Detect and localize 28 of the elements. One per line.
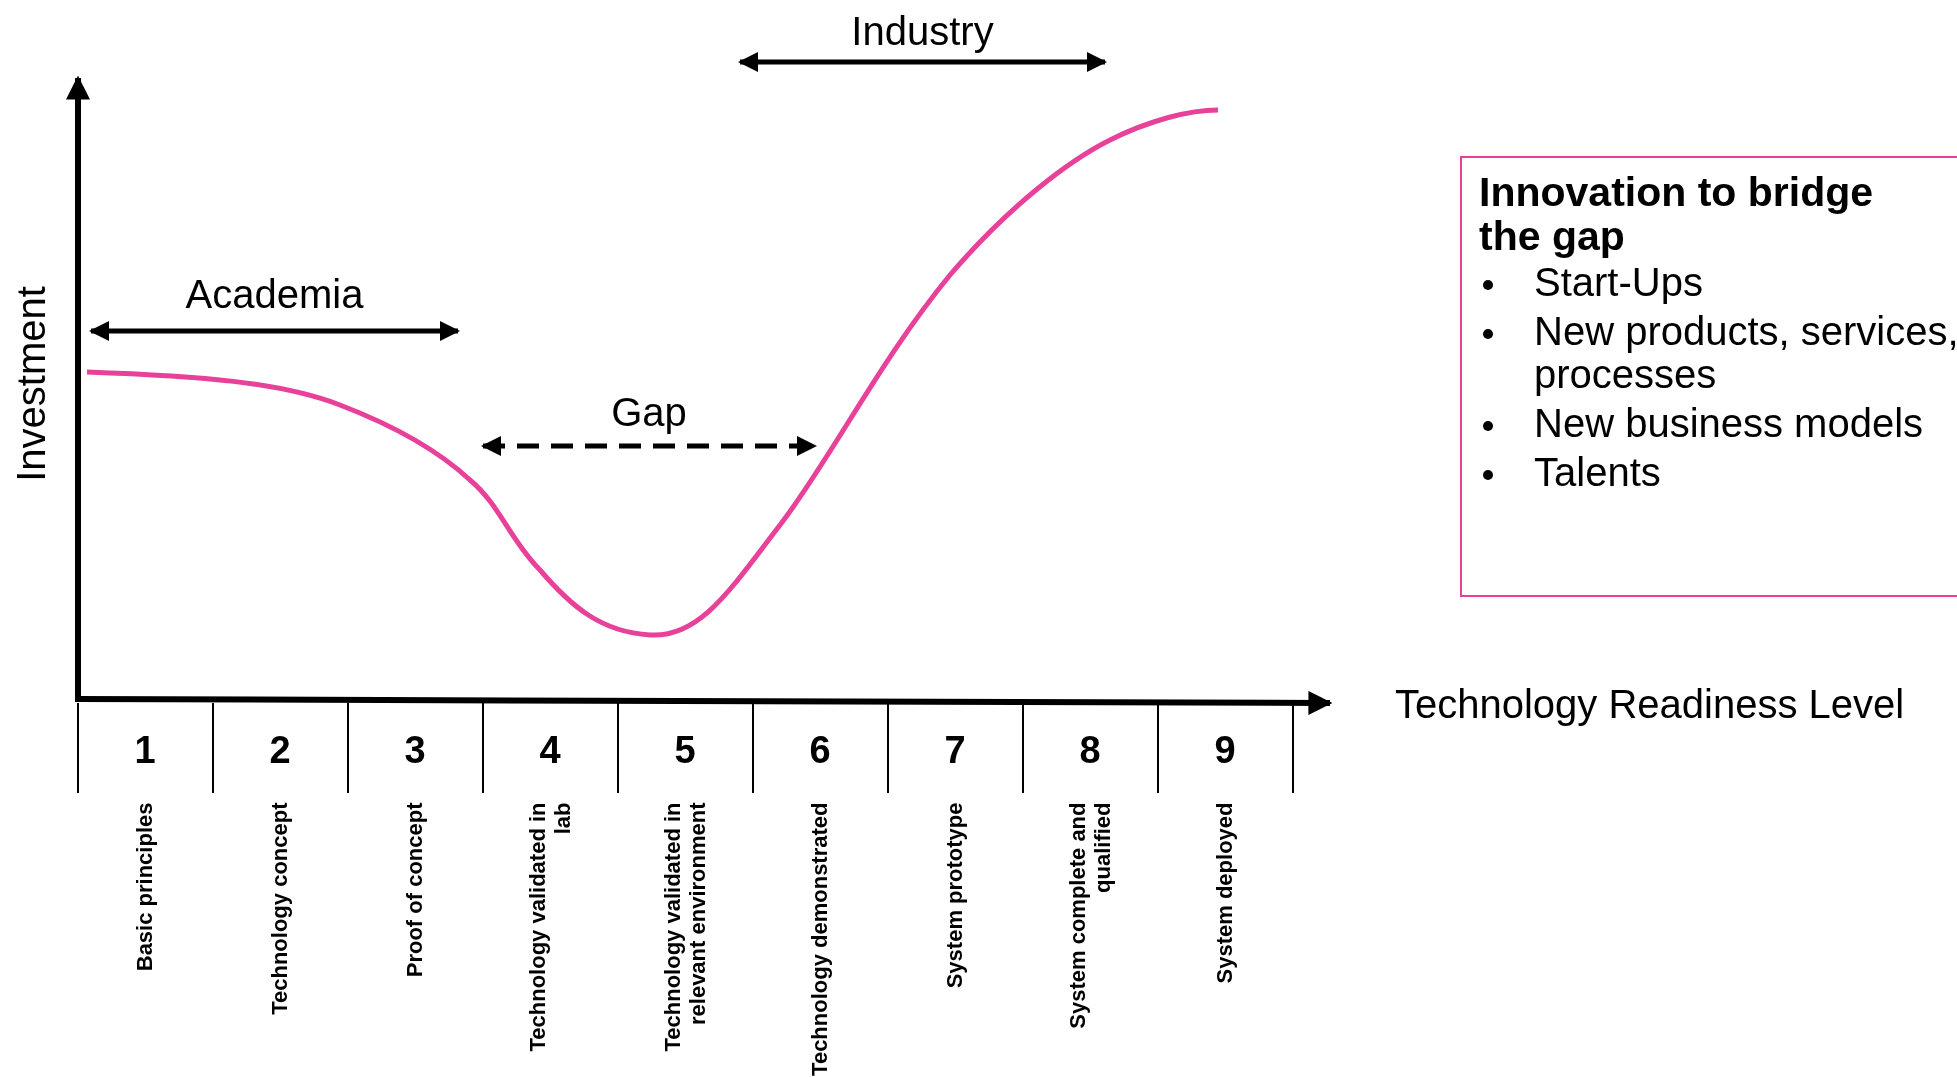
range-label: Industry [851, 8, 994, 54]
level-description: Technology concept [267, 802, 293, 1017]
level-number: 7 [944, 728, 966, 772]
bullet-item: New business models [1534, 401, 1924, 446]
level-description: System complete and qualified [1064, 802, 1116, 1031]
level-number: 8 [1079, 728, 1101, 772]
range-label: Gap [611, 389, 687, 435]
bullet-item: Start-Ups [1534, 259, 1703, 304]
level-description: Technology demonstrated [807, 802, 833, 1077]
bullet-item: New products, services, processes [1534, 308, 1957, 396]
level-number: 1 [134, 728, 156, 772]
level-number: 4 [539, 728, 561, 772]
level-description: System prototype [942, 802, 968, 991]
level-description: Proof of concept [402, 802, 428, 980]
level-description: Technology validated in lab [524, 802, 576, 1054]
box-heading: Innovation to bridge the gap [1479, 170, 1875, 259]
range-label: Academia [185, 271, 364, 317]
bullet-item: Talents [1534, 450, 1661, 495]
axis-title: Investment [8, 286, 54, 482]
level-description: System deployed [1212, 802, 1238, 986]
level-number: 6 [809, 728, 831, 772]
level-number: 3 [404, 728, 426, 772]
axis-title: Technology Readiness Level [1395, 682, 1905, 727]
level-number: 5 [674, 728, 696, 772]
level-description: Basic principles [132, 802, 158, 974]
text-box [1460, 156, 1957, 597]
level-number: 9 [1214, 728, 1236, 772]
level-number: 2 [269, 728, 291, 772]
